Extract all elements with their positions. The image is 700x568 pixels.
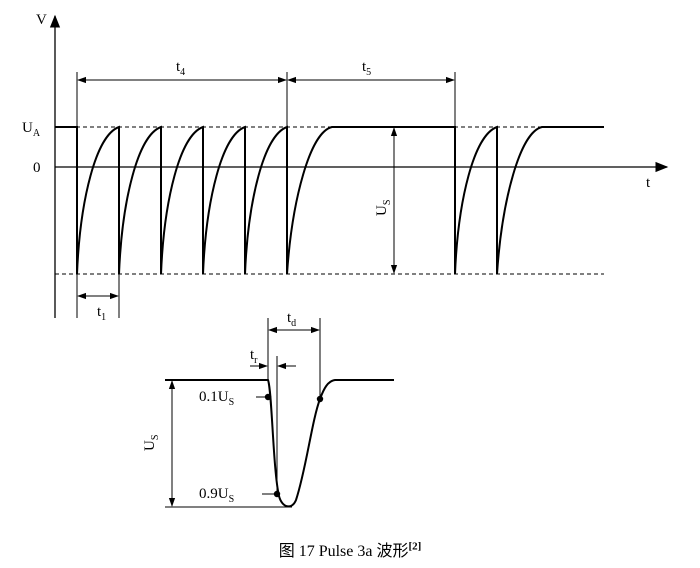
us-label-top: US [374,200,393,216]
pulse-train-waveform [55,125,604,275]
figure-caption: 图 17 Pulse 3a 波形[2] [0,537,700,561]
td-label: td [287,310,296,329]
p90-label: 0.9US [199,486,234,505]
detail-pulse-waveform [165,379,394,508]
caption-text: 图 17 Pulse 3a 波形 [278,543,409,560]
zero-level-label: 0 [33,160,41,176]
x-axis-label: t [646,175,651,191]
t1-label: t1 [97,304,106,323]
p10-falling-dot [264,393,272,401]
p10-label: 0.1US [199,389,234,408]
us-label-detail: US [142,435,161,451]
y-axis-label: V [36,12,47,28]
tr-label: tr [250,347,258,366]
t5-label: t5 [362,59,371,78]
caption-reference: [2] [408,540,422,553]
pulse-3a-waveform-diagram: V t UA 0 t4 t5 t1 US US 0.1US 0.9US td t… [22,12,669,508]
ua-level-label: UA [22,120,41,139]
t4-label: t4 [176,59,185,78]
